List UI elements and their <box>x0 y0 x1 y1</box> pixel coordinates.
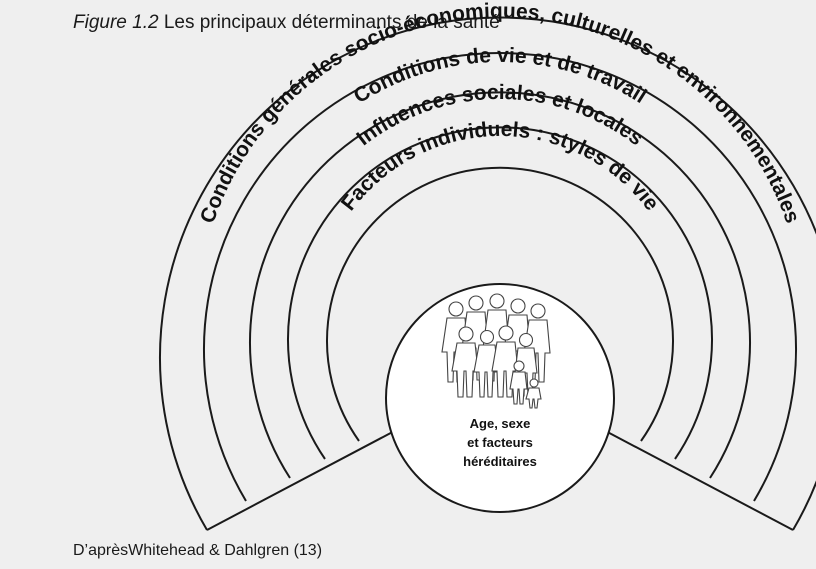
right-base-line <box>597 426 794 531</box>
people-group-icon <box>441 293 551 409</box>
left-base-line <box>206 426 403 531</box>
ring-arc-individual <box>326 166 674 442</box>
outer-boundary <box>159 16 816 531</box>
figure-source: D’aprèsWhitehead & Dahlgren (13) <box>73 542 323 559</box>
ring-arc-general <box>203 52 797 502</box>
layer-label-general: Conditions générales socio-économiques, … <box>196 0 804 226</box>
ring-arc-social <box>287 126 713 460</box>
core-text-line-1: Age, sexe <box>470 416 531 431</box>
core-text-line-3: héréditaires <box>463 454 537 469</box>
core-text-line-2: et facteurs <box>467 435 533 450</box>
figure-number: Figure 1.2 <box>73 12 159 33</box>
ring-arc-living <box>249 91 751 479</box>
core-circle <box>385 283 615 513</box>
